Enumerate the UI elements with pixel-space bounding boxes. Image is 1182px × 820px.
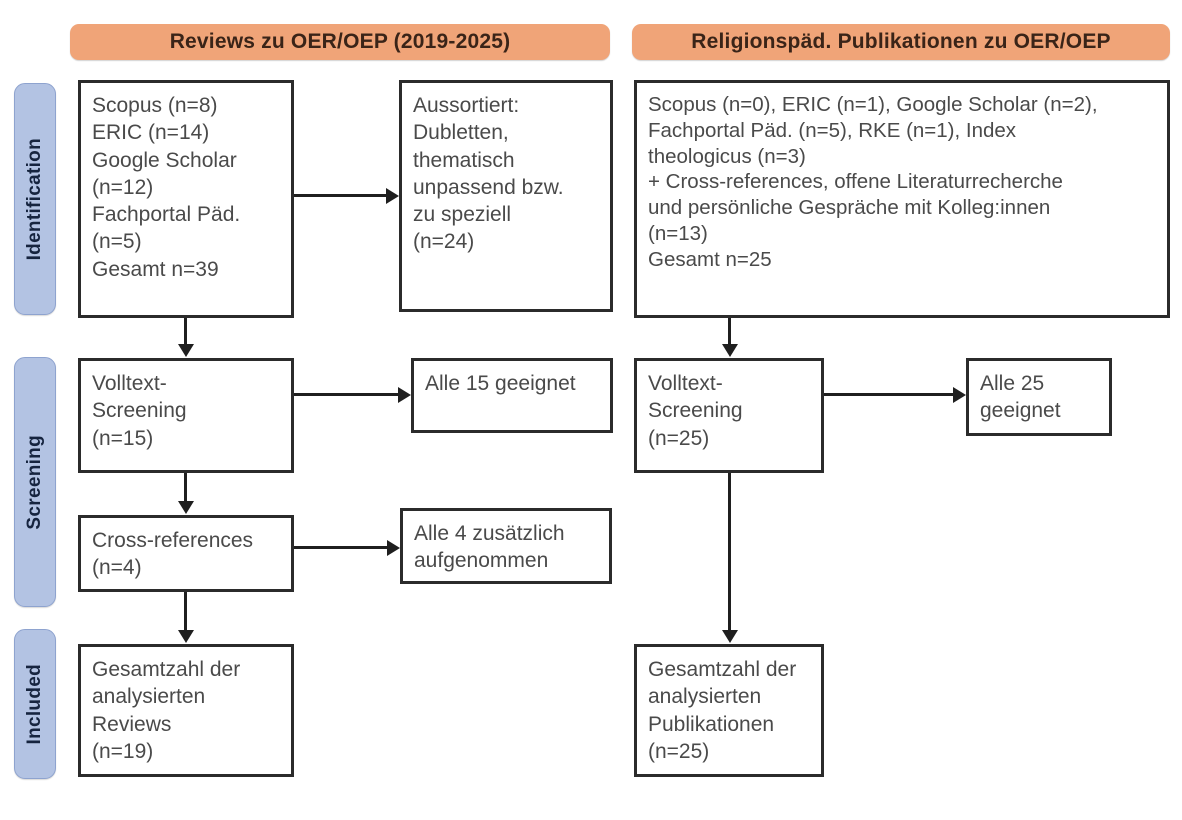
arrowhead-left-identification-to-screening	[177, 344, 194, 357]
connector-left-identification-to-excluded	[294, 194, 386, 197]
arrowhead-left-crossref-to-result	[387, 539, 400, 556]
column-header-left-label: Reviews zu OER/OEP (2019-2025)	[169, 30, 511, 53]
connector-left-identification-to-screening	[184, 318, 187, 344]
left-screening-result-box: Alle 15 geeignet	[411, 358, 613, 433]
left-included-box: Gesamtzahl der analysierten Reviews (n=1…	[78, 644, 294, 777]
arrowhead-left-screening-to-crossref	[177, 501, 194, 514]
right-included-box: Gesamtzahl der analysierten Publikatione…	[634, 644, 824, 777]
connector-right-identification-to-screening	[728, 318, 731, 344]
column-header-right: Religionspäd. Publikationen zu OER/OEP	[632, 24, 1170, 60]
arrowhead-right-screening-to-result	[953, 386, 966, 403]
connector-left-crossref-to-result	[294, 546, 387, 549]
connector-left-screening-to-result	[294, 393, 398, 396]
stage-label-included: Included	[14, 629, 56, 779]
left-crossref-result-box: Alle 4 zusätzlich aufgenommen	[400, 508, 612, 584]
column-header-right-label: Religionspäd. Publikationen zu OER/OEP	[691, 30, 1111, 53]
arrowhead-right-identification-to-screening	[721, 344, 738, 357]
right-screening-result-box: Alle 25 geeignet	[966, 358, 1112, 436]
left-screening-box: Volltext- Screening (n=15)	[78, 358, 294, 473]
connector-left-screening-to-crossref	[184, 473, 187, 501]
left-excluded-box: Aussortiert: Dubletten, thematisch unpas…	[399, 80, 613, 312]
left-crossref-box: Cross-references (n=4)	[78, 515, 294, 592]
arrowhead-left-crossref-to-included	[177, 630, 194, 643]
stage-label-screening: Screening	[14, 357, 56, 607]
connector-right-screening-to-result	[824, 393, 953, 396]
stage-label-screening-text: Screening	[24, 434, 45, 530]
connector-left-crossref-to-included	[184, 592, 187, 630]
right-identification-box: Scopus (n=0), ERIC (n=1), Google Scholar…	[634, 80, 1170, 318]
stage-label-included-text: Included	[24, 663, 45, 745]
arrowhead-left-identification-to-excluded	[386, 187, 399, 204]
stage-label-identification-text: Identification	[24, 137, 45, 261]
right-screening-box: Volltext- Screening (n=25)	[634, 358, 824, 473]
stage-label-identification: Identification	[14, 83, 56, 315]
column-header-left: Reviews zu OER/OEP (2019-2025)	[70, 24, 610, 60]
arrowhead-right-screening-to-included	[721, 630, 738, 643]
arrowhead-left-screening-to-result	[398, 386, 411, 403]
connector-right-screening-to-included	[728, 473, 731, 630]
left-identification-box: Scopus (n=8) ERIC (n=14) Google Scholar …	[78, 80, 294, 318]
